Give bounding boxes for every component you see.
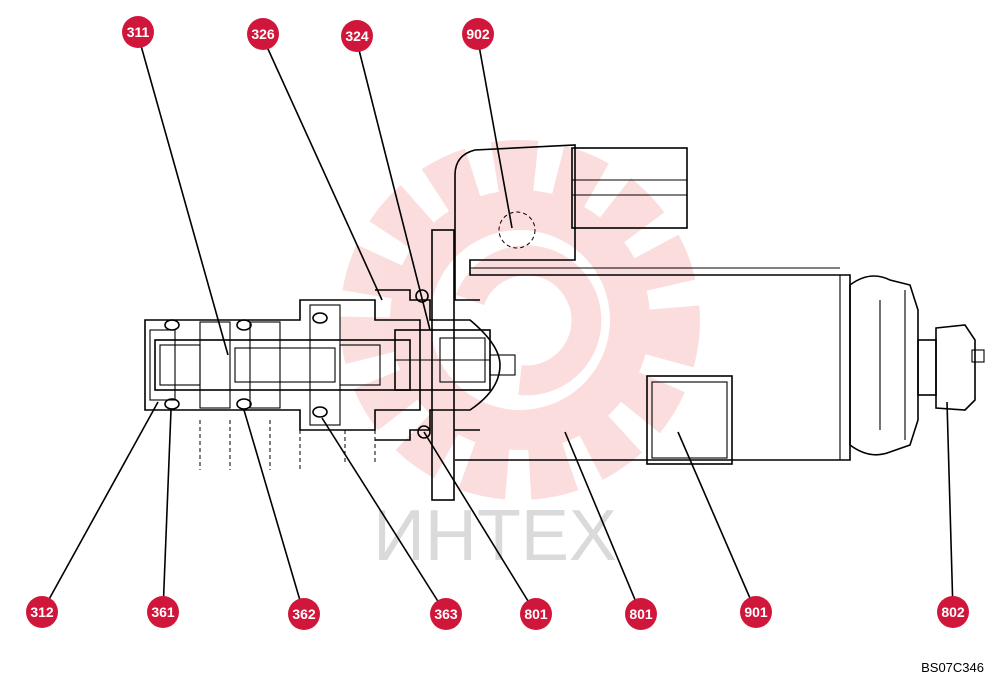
svg-text:362: 362 — [292, 606, 316, 622]
callout-362: 362 — [288, 598, 320, 630]
svg-text:802: 802 — [941, 604, 965, 620]
svg-text:801: 801 — [629, 606, 653, 622]
callout-361: 361 — [147, 596, 179, 628]
svg-text:902: 902 — [466, 26, 490, 42]
svg-text:312: 312 — [30, 604, 54, 620]
callout-311: 311 — [122, 16, 154, 48]
callout-902: 902 — [462, 18, 494, 50]
svg-text:324: 324 — [345, 28, 369, 44]
svg-text:326: 326 — [251, 26, 275, 42]
callout-363: 363 — [430, 598, 462, 630]
svg-text:801: 801 — [524, 606, 548, 622]
svg-text:901: 901 — [744, 604, 768, 620]
svg-text:363: 363 — [434, 606, 458, 622]
svg-text:361: 361 — [151, 604, 175, 620]
callout-801-left: 801 — [520, 598, 552, 630]
watermark-text: ИНТЕХ — [373, 496, 617, 576]
plunger-section — [375, 289, 516, 441]
drawing-code: BS07C346 — [921, 660, 984, 675]
valve-spool-section — [144, 299, 421, 470]
callout-801-right: 801 — [625, 598, 657, 630]
leader-lines — [41, 34, 954, 615]
callout-326: 326 — [247, 18, 279, 50]
solenoid-coil-body — [454, 144, 851, 465]
callout-802: 802 — [937, 596, 969, 628]
callout-312: 312 — [26, 596, 58, 628]
svg-text:311: 311 — [127, 24, 150, 40]
lock-nut-assembly — [849, 275, 985, 456]
callout-324: 324 — [341, 20, 373, 52]
callout-901: 901 — [740, 596, 772, 628]
mounting-flange — [431, 229, 480, 501]
